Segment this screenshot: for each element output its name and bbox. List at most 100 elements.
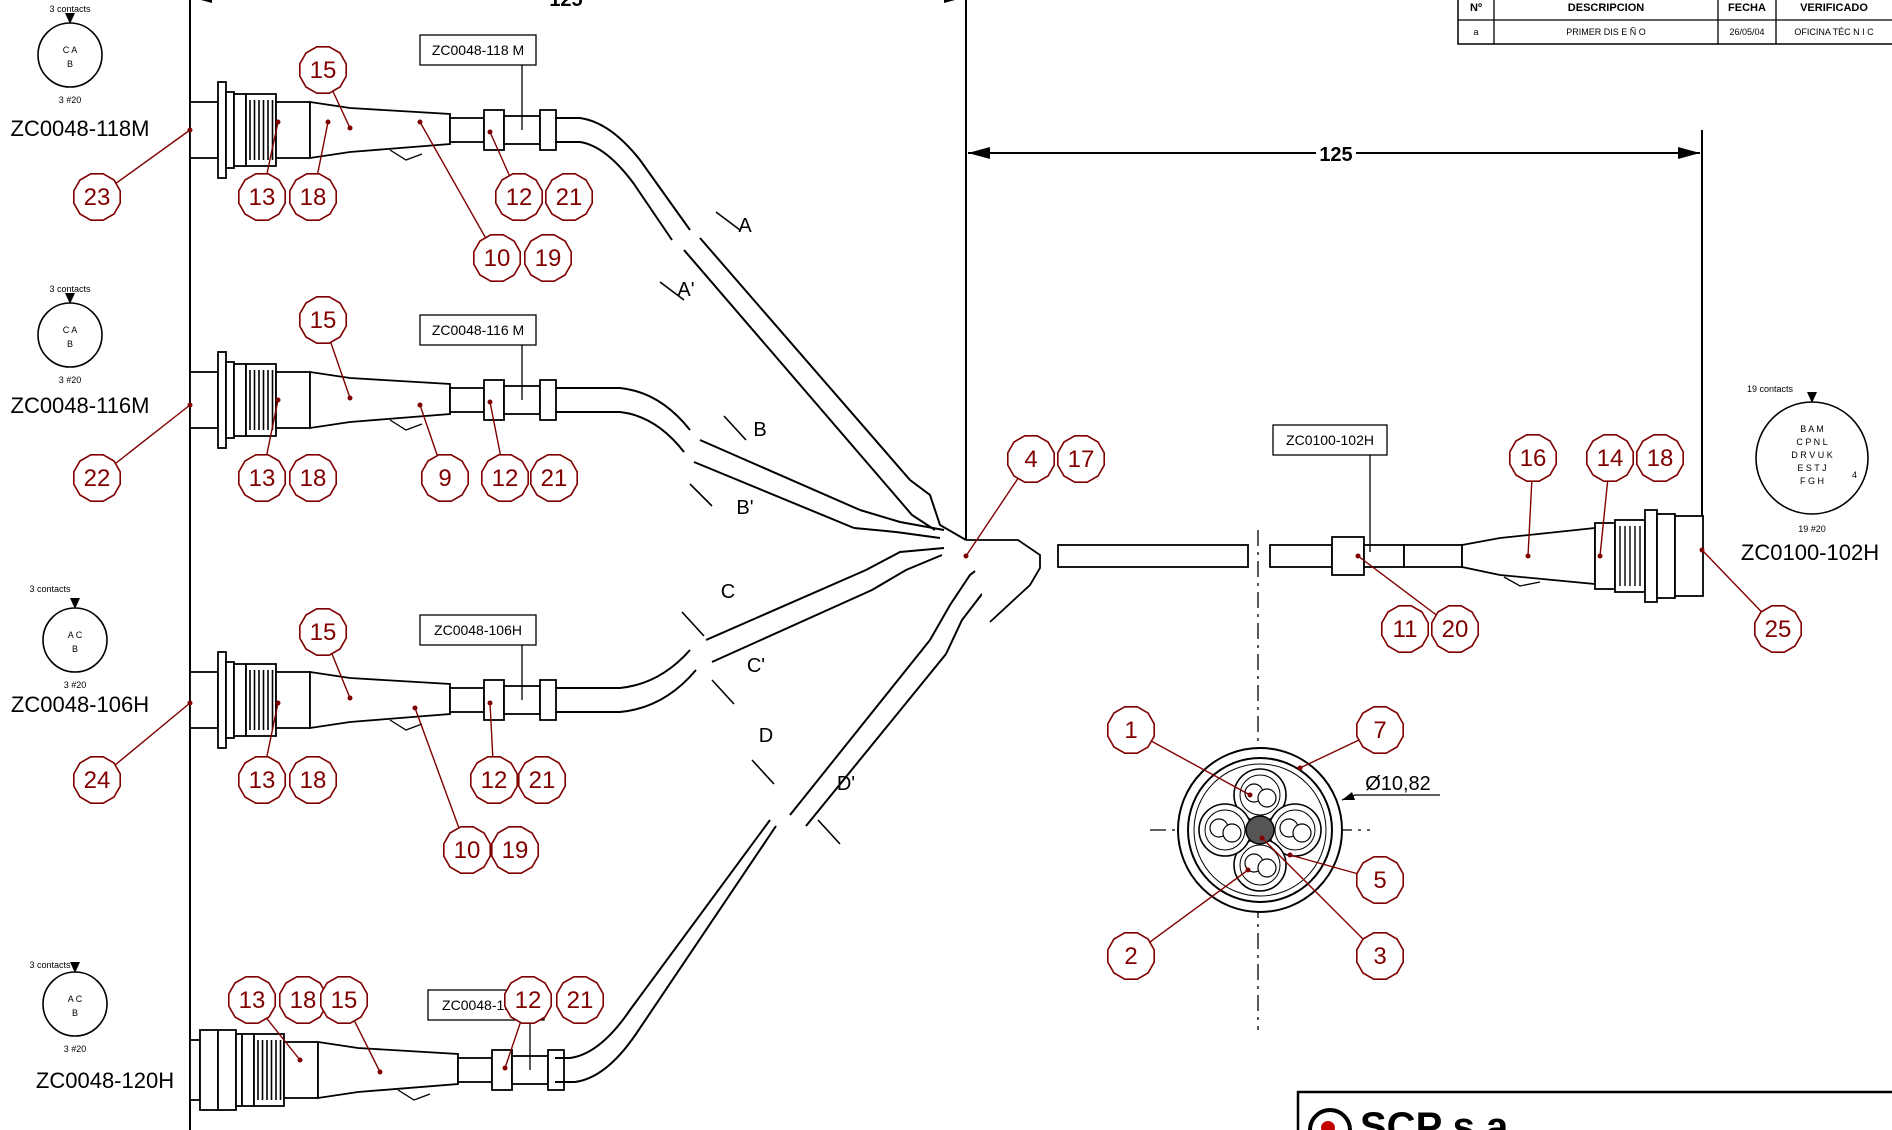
dimension-right-label: 125 [1319,144,1352,166]
callout-bubble-21: 21 [544,173,594,221]
pin-row-bottom: B [72,1008,78,1018]
rev-row-description: PRIMER DIS E Ñ O [1566,27,1646,37]
callout-bubble-23: 23 [73,173,121,221]
callout-bubble-18: 18 [288,453,338,503]
callout-leader [1261,837,1381,957]
callout-number: 17 [1068,446,1095,473]
callout-bubble-15: 15 [319,975,369,1025]
branch-cable-b-4 [555,825,777,1083]
count-label: 19 #20 [1798,524,1826,534]
callout-number: 18 [290,987,317,1014]
branch-cable-a-3 [555,649,691,689]
branch-cable-a-2 [555,387,691,431]
callout-bubble-12: 12 [494,173,544,221]
callout-bubble-25: 25 [1754,604,1802,654]
contacts-label: 19 contacts [1747,384,1794,394]
callout-bubble-21: 21 [529,453,579,503]
callout-number: 13 [249,184,276,211]
callout-number: 25 [1765,616,1792,643]
callout-bubble-11: 11 [1381,604,1429,654]
callout-number: 19 [535,245,562,272]
callout-bubble-21: 21 [517,755,567,805]
callout-number: 3 [1373,943,1386,970]
section-cut-1-0 [723,415,747,441]
section-label: D' [837,773,855,795]
callout-number: 7 [1373,717,1386,744]
callout-number: 15 [310,619,337,646]
callout-number: 13 [249,465,276,492]
dimension-top: 125 [201,0,955,11]
callout-bubble-13: 13 [238,755,287,805]
section-label: D [759,725,773,747]
pin-row-bottom: B [72,644,78,654]
callout-bubble-17: 17 [1057,434,1105,484]
callout-number: 5 [1373,867,1386,894]
connector-box-label-3: ZC0048-106H [434,622,522,638]
connector-name: ZC0048-106H [11,692,149,717]
revision-table: Nº DESCRIPCION FECHA VERIFICADO a PRIMER… [1457,0,1892,45]
connector-box-label-1: ZC0048-118 M [432,42,524,58]
callout-bubble-20: 20 [1431,604,1479,654]
callout-number: 9 [438,465,451,492]
callout-bubble-9: 9 [420,453,470,503]
section-cut-0-0 [715,211,741,231]
section-cut-3-1 [817,819,841,845]
section-label: A' [677,279,694,301]
pin-row-bottom: B [67,339,73,349]
junction-transition-c [865,547,945,591]
callout-bubble-18: 18 [288,173,338,221]
callout-number: 1 [1124,717,1137,744]
callout-number: 18 [300,184,327,211]
rev-header-description: DESCRIPCION [1568,2,1644,14]
callout-number: 11 [1393,616,1418,643]
callout-bubble-12: 12 [503,975,553,1025]
count-label: 3 #20 [59,95,82,105]
main-trunk: ZC0100-102H [966,424,1704,623]
diameter-label: Ø10,82 [1365,773,1431,795]
dimension-top-label: 125 [549,0,582,11]
count-label: 3 #20 [59,375,82,385]
callout-bubble-12: 12 [469,755,519,805]
callout-number: 21 [567,987,594,1014]
callout-number: 2 [1124,943,1137,970]
callout-bubble-22: 22 [73,453,121,503]
callout-bubble-15: 15 [298,45,348,94]
junction-transition-b [853,509,945,539]
connector-name: ZC0048-118M [11,116,150,141]
pin-row-top: C A [63,45,78,55]
branch-cable-a-4 [555,819,771,1059]
callout-number: 23 [84,184,111,211]
callout-bubble-12: 12 [480,453,530,503]
callout-bubble-18: 18 [278,975,328,1025]
callout-number: 10 [454,837,481,864]
section-cut-0-1 [659,281,685,301]
branch-segment-4 [789,639,947,827]
branch-segment-3 [705,569,873,663]
pin-row: F G H [1800,476,1824,486]
callout-leader [414,707,468,851]
callout-number: 15 [310,307,337,334]
callout-number: 21 [529,767,556,794]
rev-row-date: 26/05/04 [1729,27,1764,37]
branch-segment-2 [693,439,861,529]
company-logo: SCP s.a. [1296,1090,1892,1130]
callout-number: 19 [502,837,529,864]
callout-leader [1130,869,1249,957]
callout-bubble-16: 16 [1509,433,1557,483]
pin-row: D R V U K [1791,450,1833,460]
section-label: B' [736,497,753,519]
callout-bubble-3: 3 [1356,931,1404,981]
callout-bubble-5: 5 [1356,855,1404,905]
section-label: C [721,581,735,603]
callout-number: 4 [1024,446,1037,473]
connector-name: ZC0048-120H [36,1068,174,1093]
logo-text: SCP s.a. [1360,1105,1519,1130]
callout-bubble-18: 18 [288,755,338,805]
branch-2: ZC0048-116 M [189,314,557,449]
callout-number: 22 [84,465,111,492]
